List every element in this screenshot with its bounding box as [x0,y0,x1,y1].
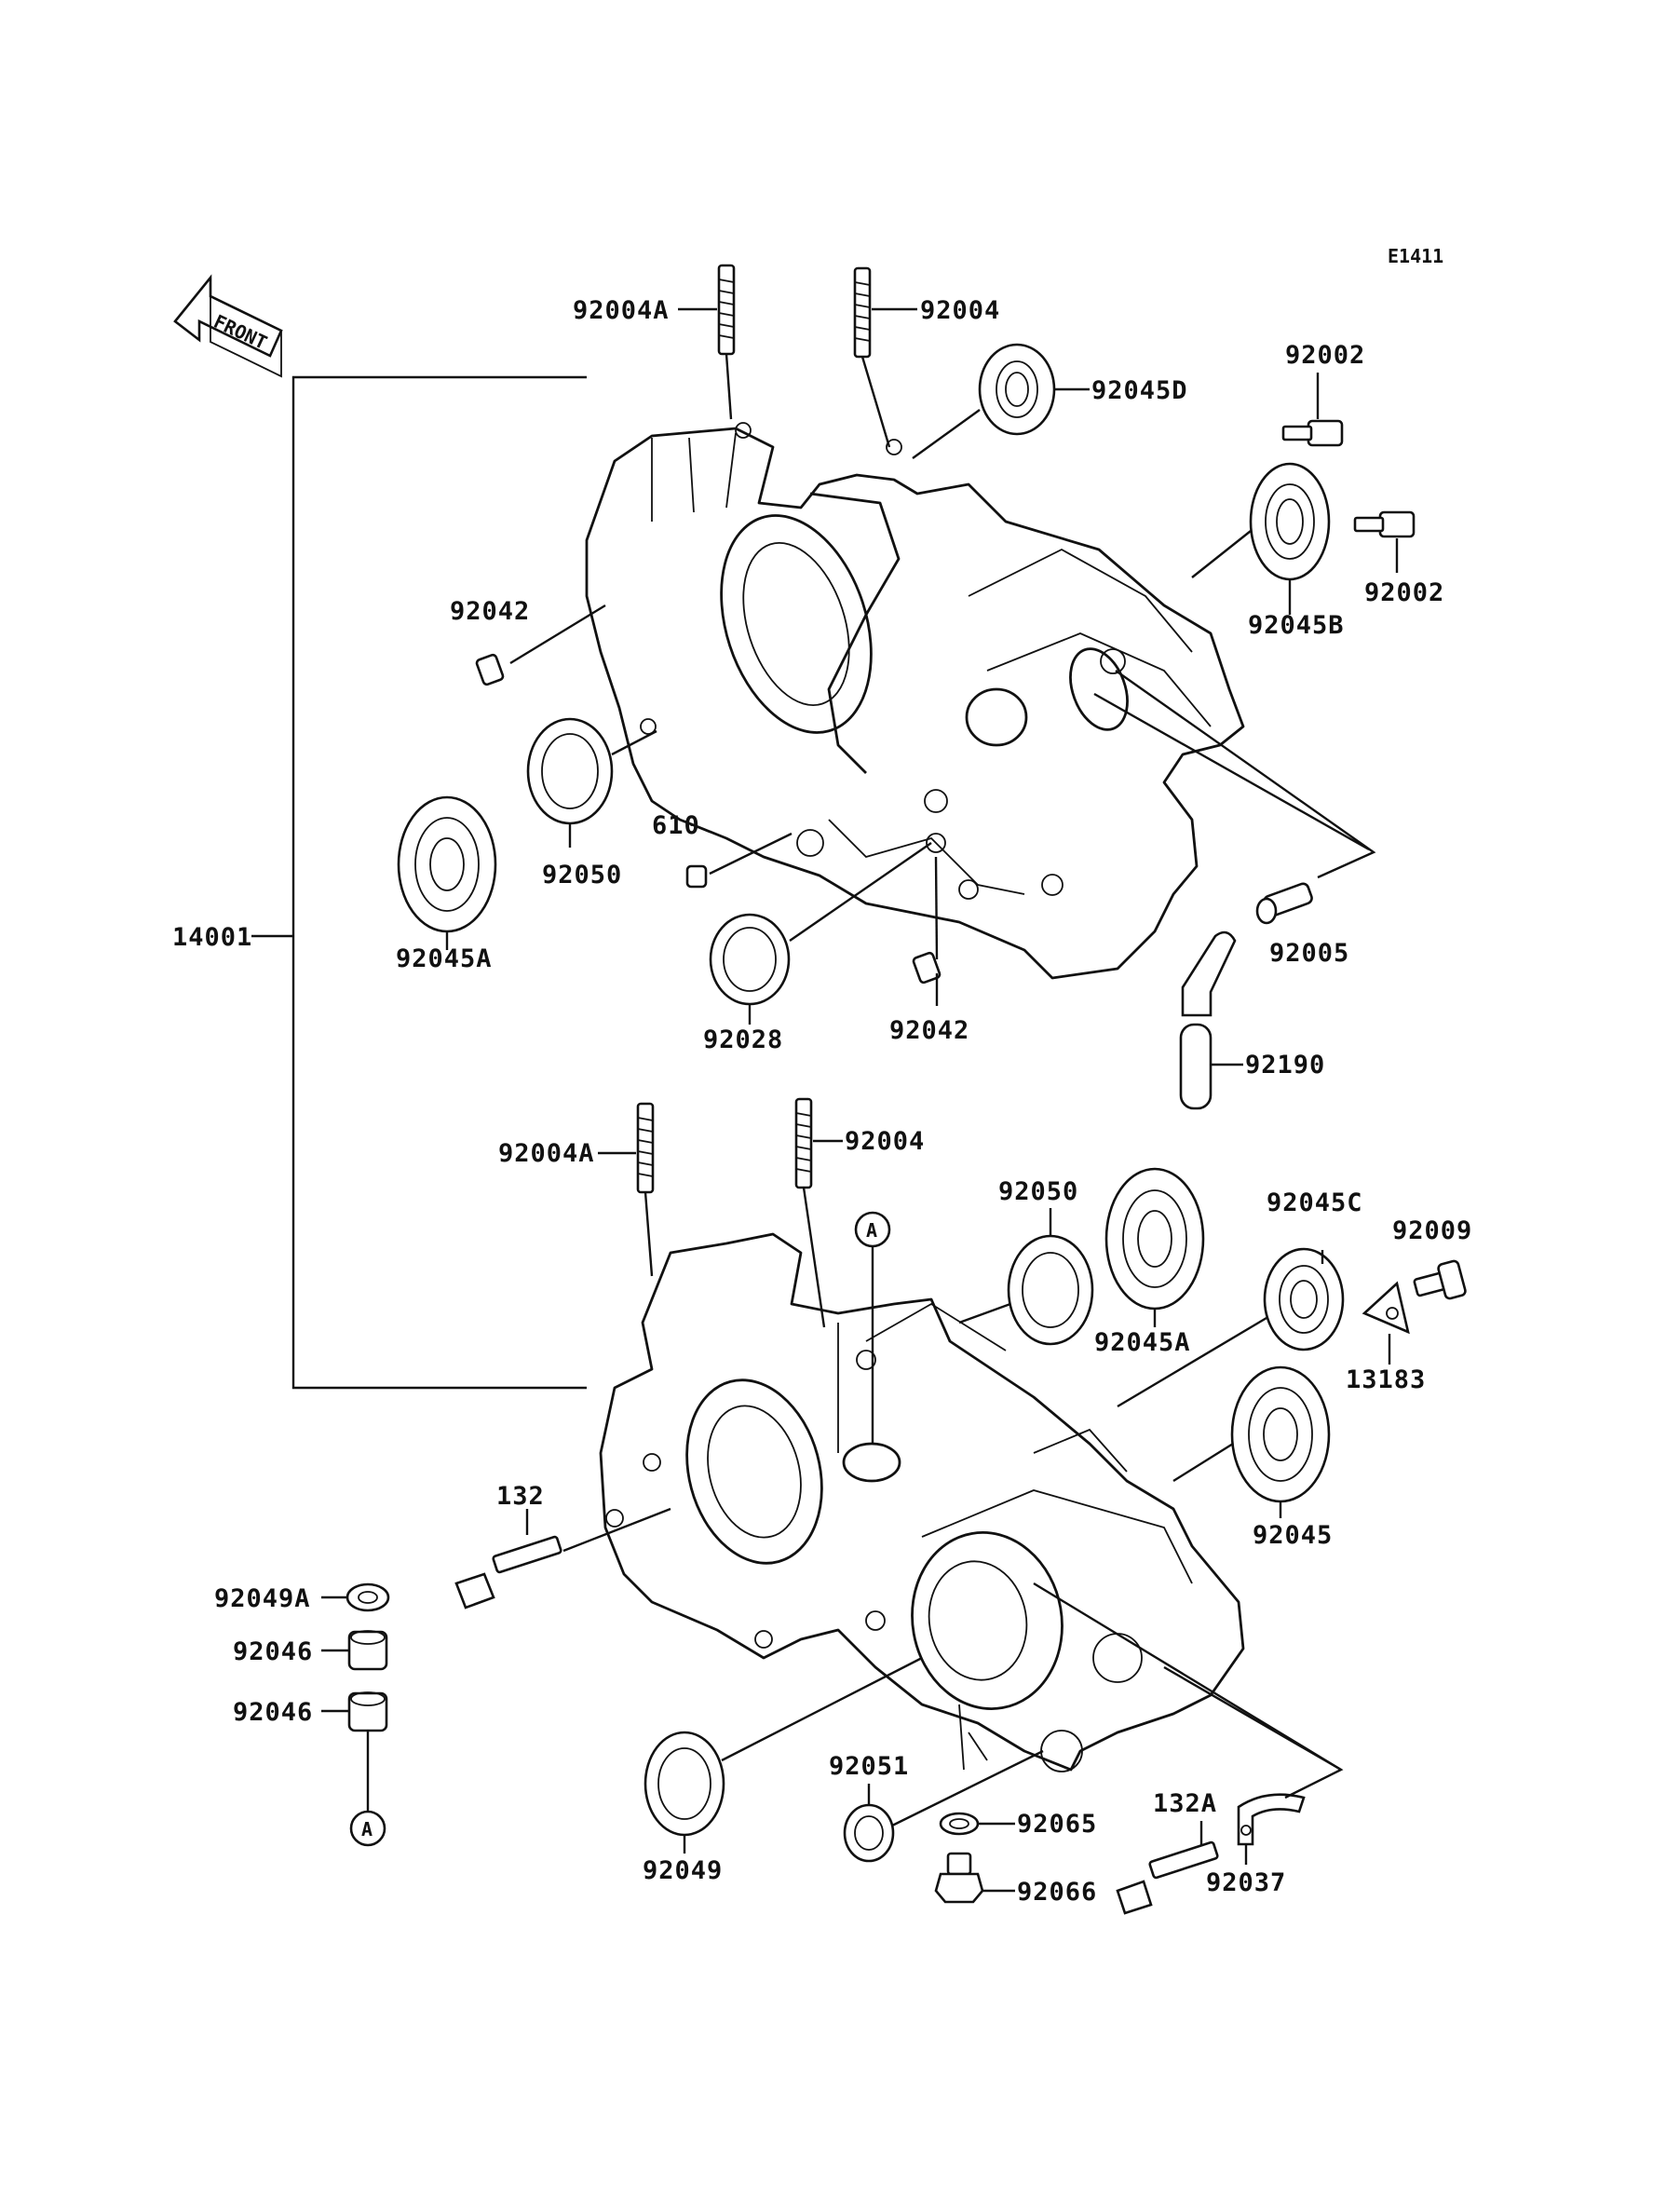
dowel-92042-mid [912,951,942,985]
label-92050-top: 92050 [542,861,622,890]
screw-92009 [1413,1259,1467,1300]
ref-marker-A-bottom: A [349,1810,386,1847]
seal-92050-top [526,717,614,825]
label-92051: 92051 [829,1752,909,1781]
plate-13183 [1362,1281,1410,1335]
svg-text:A: A [361,1818,373,1840]
bearing-92045B [1249,462,1331,581]
stud-92004A-top [717,264,736,356]
label-132: 132 [496,1482,545,1511]
label-92045D: 92045D [1091,376,1188,405]
label-13183: 13183 [1346,1365,1426,1394]
hose-92190 [1179,930,1237,1110]
washer-92065 [939,1812,980,1836]
label-92046-b: 92046 [233,1698,313,1727]
stud-92004-top [853,266,872,359]
label-92045A-top: 92045A [396,944,493,973]
bolt-92002-a [1281,419,1344,447]
label-92004A-top: 92004A [573,296,670,325]
label-610: 610 [652,811,700,840]
bearing-92046-a [347,1630,388,1671]
label-92037: 92037 [1206,1868,1286,1897]
label-92042-top: 92042 [450,597,530,626]
leader-lines [251,307,1399,1893]
label-92004-top: 92004 [920,296,1000,325]
label-92002-b: 92002 [1364,578,1444,607]
label-92028: 92028 [703,1025,783,1054]
stud-92004A-bottom [636,1102,655,1194]
label-92045: 92045 [1253,1521,1333,1550]
label-92190: 92190 [1245,1051,1325,1080]
bolt-132 [454,1535,562,1609]
label-92005: 92005 [1269,939,1349,968]
label-92065: 92065 [1017,1810,1097,1839]
label-92049: 92049 [643,1856,723,1885]
diagram-code: E1411 [1388,245,1443,267]
label-14001: 14001 [172,923,252,952]
seal-92050-bottom [1007,1234,1094,1346]
label-92045C: 92045C [1267,1188,1363,1217]
bearing-92045 [1230,1365,1331,1503]
upper-crankcase-half [585,422,1245,980]
bearing-92045C [1263,1247,1345,1351]
bearing-92045A-bottom [1104,1167,1205,1310]
collar-92028 [709,913,791,1006]
label-92042-mid: 92042 [889,1016,969,1045]
drain-plug-92066 [934,1852,984,1904]
bearing-92045D [978,343,1056,436]
stud-92004-bottom [794,1097,813,1189]
dowel-92042-top [475,653,505,686]
label-132A: 132A [1153,1789,1217,1818]
label-92066: 92066 [1017,1878,1097,1907]
ref-marker-A-top: A [854,1211,891,1248]
clamp-92037 [1237,1793,1306,1846]
bearing-92045A-top [397,795,497,933]
label-92002-a: 92002 [1285,341,1365,370]
lower-crankcase-half [599,1232,1245,1772]
bearing-92046-b [347,1691,388,1732]
svg-text:A: A [866,1219,877,1242]
label-92046-a: 92046 [233,1637,313,1666]
label-92004A-bottom: 92004A [498,1139,595,1168]
seal-92051 [843,1803,895,1863]
front-arrow-icon: FRONT [173,274,283,378]
pin-610 [685,864,708,889]
label-92045A-bottom: 92045A [1094,1328,1191,1357]
label-92049A: 92049A [214,1584,311,1613]
collar-92049A [345,1582,390,1612]
label-92009: 92009 [1392,1216,1472,1245]
bolt-92002-b [1353,510,1416,538]
label-92045B: 92045B [1248,611,1345,640]
seal-92049 [644,1731,725,1837]
label-92004-bottom: 92004 [845,1127,925,1156]
fitting-92005 [1255,882,1313,925]
label-92050-bottom: 92050 [998,1177,1078,1206]
bolt-132A [1116,1840,1219,1915]
